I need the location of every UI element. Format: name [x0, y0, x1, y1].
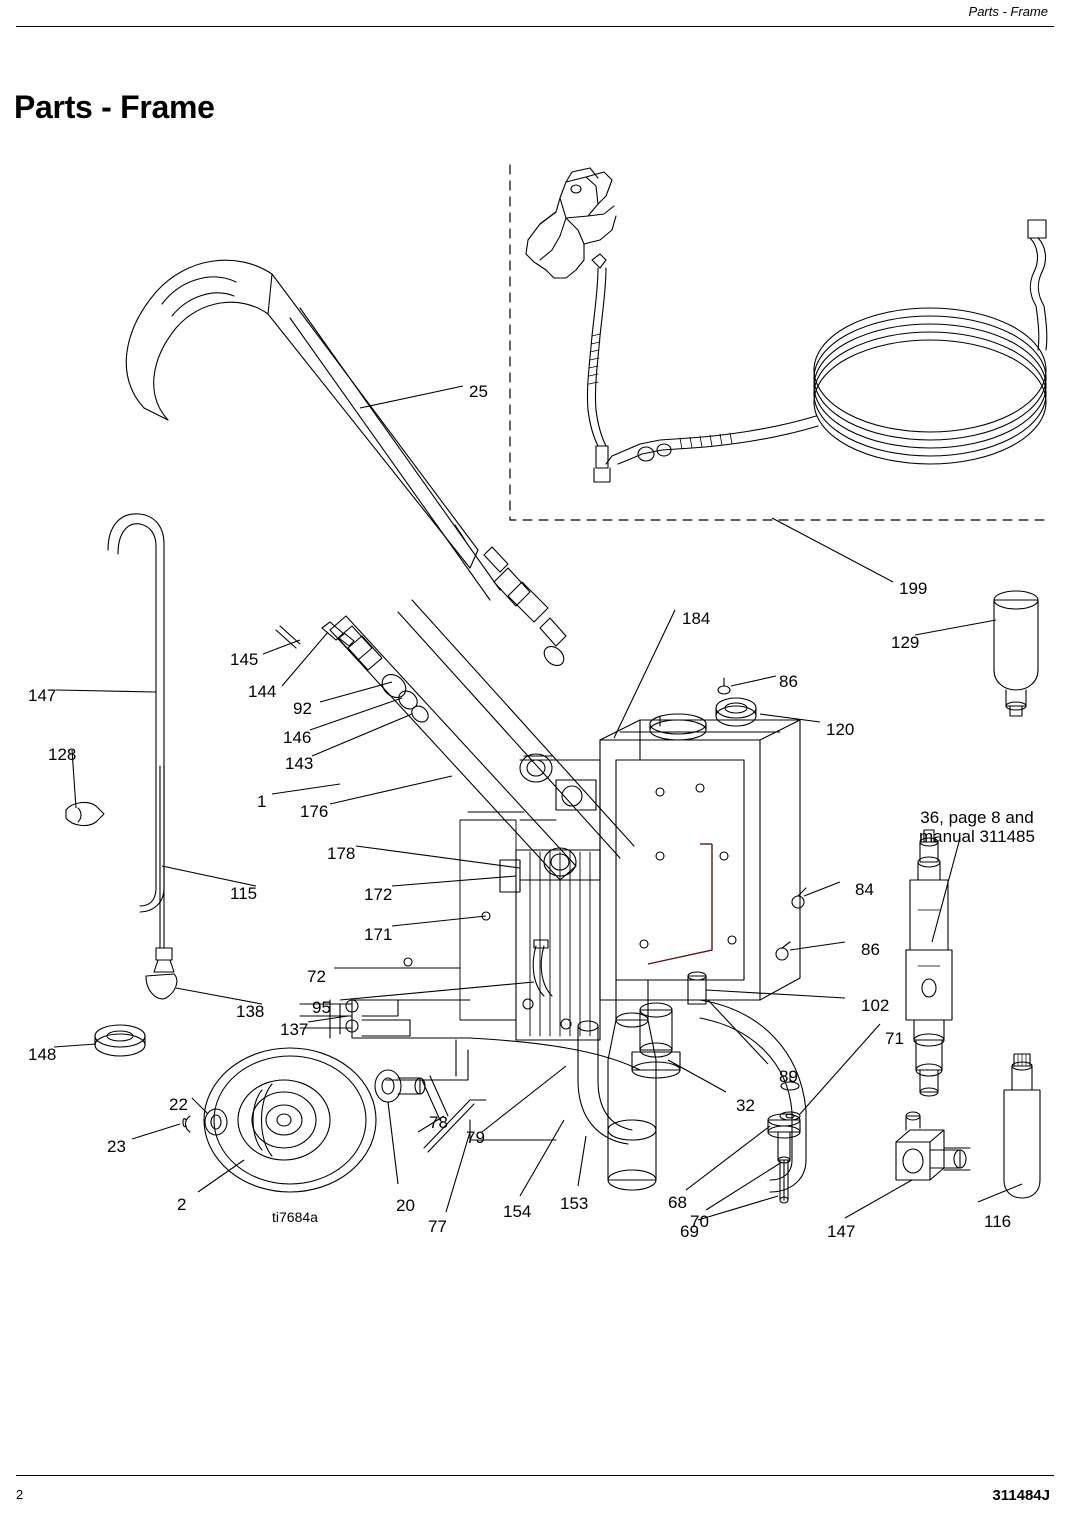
callout-number: 154: [503, 1202, 532, 1221]
callout-number: 147: [28, 686, 57, 705]
callout-number: 71: [885, 1029, 904, 1048]
callout-number: 20: [396, 1196, 415, 1215]
callout-number: 86: [779, 672, 798, 691]
callout-number: 102: [861, 996, 890, 1015]
running-head: Parts - Frame: [968, 4, 1048, 19]
callout-number: 176: [300, 802, 329, 821]
callout-number: 95: [312, 998, 331, 1017]
callout-number: 89: [779, 1067, 798, 1086]
callout-number: 25: [469, 382, 488, 401]
callout-number: 2: [177, 1195, 187, 1214]
callout-number: 138: [236, 1002, 265, 1021]
callout-number: 120: [826, 720, 855, 739]
callout-number: 148: [28, 1045, 57, 1064]
callout-number: 129: [891, 633, 920, 652]
callout-number: 184: [682, 609, 711, 628]
callout-number: 171: [364, 925, 393, 944]
callout-number: 72: [307, 967, 326, 986]
callout-number: 69: [680, 1222, 699, 1241]
callout-number: 137: [280, 1020, 309, 1039]
page-title: Parts - Frame: [14, 89, 215, 126]
callout-number: 78: [429, 1113, 448, 1132]
callout-number: 84: [855, 880, 874, 899]
callout-number: 22: [169, 1095, 188, 1114]
callout-note-line2: manual 311485: [919, 827, 1035, 847]
footer-rule: [16, 1475, 1054, 1476]
callout-number: 77: [428, 1217, 447, 1236]
callout-note-line1: 36, page 8 and: [920, 808, 1034, 827]
callout-number: 172: [364, 885, 393, 904]
callout-number: 86: [861, 940, 880, 959]
page-number: 2: [16, 1487, 24, 1502]
callout-number: 199: [899, 579, 928, 598]
callout-number: 68: [668, 1193, 687, 1212]
callout-number: 1: [257, 792, 267, 811]
callout-number: 116: [984, 1212, 1012, 1231]
callout-number: 153: [560, 1194, 589, 1213]
callout-number: 144: [248, 682, 277, 701]
header-rule: [16, 26, 1054, 27]
callout-number: 79: [466, 1128, 485, 1147]
callout-number: 146: [283, 728, 312, 747]
art-id-label: ti7684a: [272, 1209, 318, 1225]
callout-number: 92: [293, 699, 312, 718]
callout-number: 115: [230, 884, 258, 903]
callout-number: 147: [827, 1222, 856, 1241]
callout-number: 32: [736, 1096, 755, 1115]
document-number: 311484J: [992, 1487, 1050, 1504]
callout-number: 145: [230, 650, 259, 669]
callout-number: 23: [107, 1137, 126, 1156]
parts-diagram: [53, 164, 1051, 1221]
callout-number: 70: [690, 1212, 709, 1231]
callout-number: 178: [327, 844, 356, 863]
callout-number: 128: [48, 745, 77, 764]
callout-number: 143: [285, 754, 314, 773]
